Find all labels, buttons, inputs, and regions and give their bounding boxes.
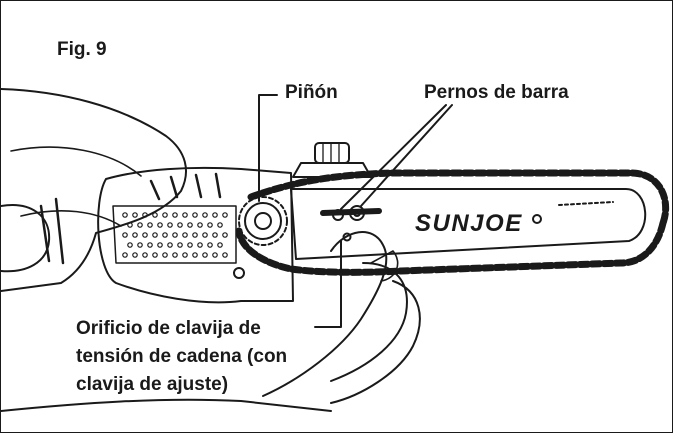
housing-ribs [39, 172, 222, 265]
sprocket-leader-line [258, 94, 278, 202]
housing-screw [233, 267, 245, 279]
motor-housing [97, 166, 294, 304]
label-tension-pin-line: Orificio de clavija de [76, 318, 261, 339]
bolts-leader-line-2 [360, 104, 453, 207]
sprocket [244, 202, 282, 240]
label-tension-pin-line: tensión de cadena (con [76, 346, 288, 367]
housing-vent-panel [112, 205, 237, 264]
right-thumb [370, 250, 399, 282]
left-hand [1, 88, 187, 292]
label-sprocket: Piñón [285, 82, 338, 103]
left-hand-fingers [10, 146, 142, 227]
pin-leader-line [314, 240, 342, 328]
bar-hole-front [532, 214, 542, 224]
figure-title: Fig. 9 [57, 39, 107, 60]
chain-lower [235, 219, 667, 276]
right-wrist [1, 398, 332, 412]
brand-logo: SUNJOE [415, 210, 523, 237]
label-tension-pin-line: clavija de ajuste) [76, 374, 229, 395]
housing-vents [122, 212, 228, 258]
label-bar-bolts: Pernos de barra [424, 82, 569, 103]
guide-bar [290, 188, 647, 260]
label-tension-pin: Orificio de clavija de tensión de cadena… [76, 315, 376, 399]
left-hand-cuff [1, 204, 51, 273]
bar-bolt-1 [332, 209, 344, 221]
right-hand [262, 231, 421, 404]
bar-dash-mark [558, 201, 614, 206]
oil-cap [314, 142, 350, 164]
bolts-leader-line-1 [340, 104, 447, 210]
bar-bolt-2 [349, 205, 365, 221]
